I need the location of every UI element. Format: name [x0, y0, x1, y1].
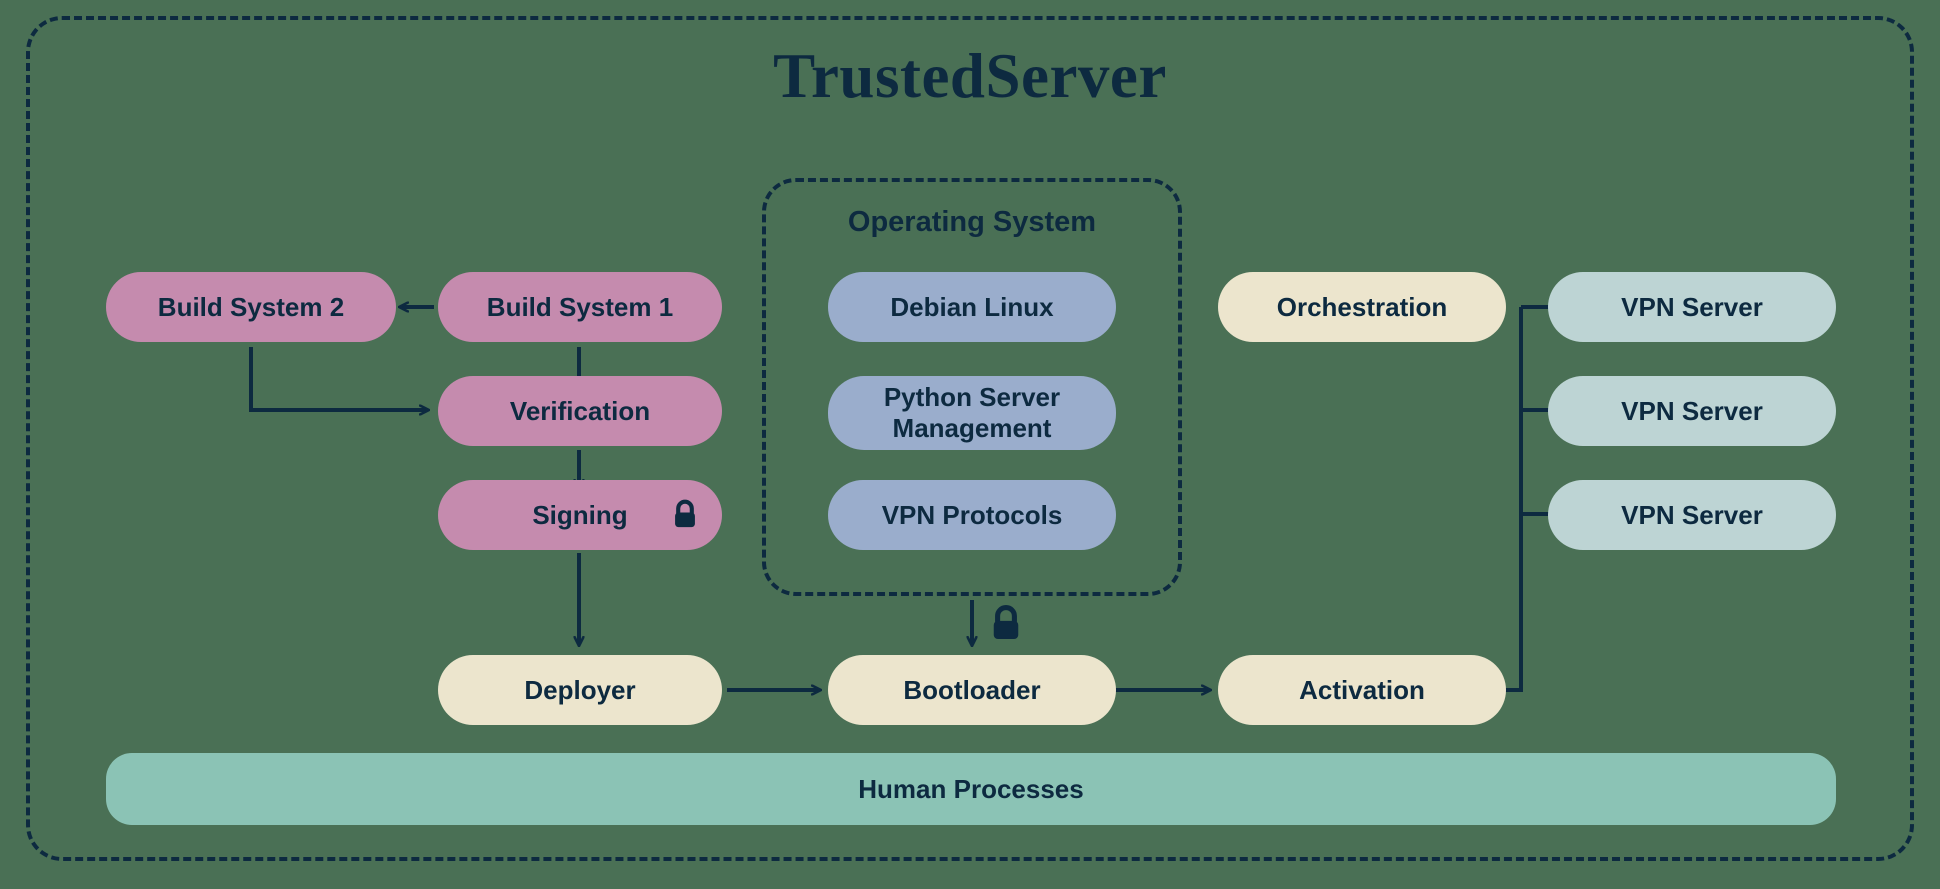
node-activation[interactable]: Activation: [1218, 655, 1506, 725]
operating-system-label: Operating System: [847, 206, 1097, 238]
node-bootloader[interactable]: Bootloader: [828, 655, 1116, 725]
node-python-server-management[interactable]: Python Server Management: [828, 376, 1116, 450]
lock-icon: [675, 499, 695, 528]
node-label: Activation: [1299, 674, 1425, 705]
node-label: VPN Server: [1621, 395, 1763, 426]
node-human-processes[interactable]: Human Processes: [106, 753, 1836, 825]
node-label: Debian Linux: [890, 291, 1054, 322]
node-deployer[interactable]: Deployer: [438, 655, 722, 725]
node-vpn-server-2[interactable]: VPN Server: [1548, 376, 1836, 446]
node-vpn-protocols[interactable]: VPN Protocols: [828, 480, 1116, 550]
node-build-system-1[interactable]: Build System 1: [438, 272, 722, 342]
node-label: VPN Server: [1621, 291, 1763, 322]
node-label: Deployer: [524, 674, 636, 705]
node-label: VPN Protocols: [881, 499, 1063, 530]
node-label: Human Processes: [858, 773, 1084, 804]
node-debian-linux[interactable]: Debian Linux: [828, 272, 1116, 342]
node-label: Orchestration: [1276, 291, 1448, 322]
node-label: Build System 1: [486, 291, 674, 322]
node-label: Verification: [509, 395, 651, 426]
node-build-system-2[interactable]: Build System 2: [106, 272, 396, 342]
node-vpn-server-3[interactable]: VPN Server: [1548, 480, 1836, 550]
page-title: TrustedServer: [773, 41, 1167, 111]
lock-icon: [993, 605, 1019, 640]
node-label: VPN Server: [1621, 499, 1763, 530]
node-label: Signing: [532, 499, 628, 530]
node-verification[interactable]: Verification: [438, 376, 722, 446]
trusted-server-boundary: [26, 16, 1914, 861]
node-label: Bootloader: [903, 674, 1041, 705]
node-label: Build System 2: [157, 291, 345, 322]
node-signing[interactable]: Signing: [438, 480, 722, 550]
node-orchestration[interactable]: Orchestration: [1218, 272, 1506, 342]
node-label: Python Server Management: [883, 382, 1061, 443]
node-vpn-server-1[interactable]: VPN Server: [1548, 272, 1836, 342]
operating-system-group: [762, 178, 1182, 596]
